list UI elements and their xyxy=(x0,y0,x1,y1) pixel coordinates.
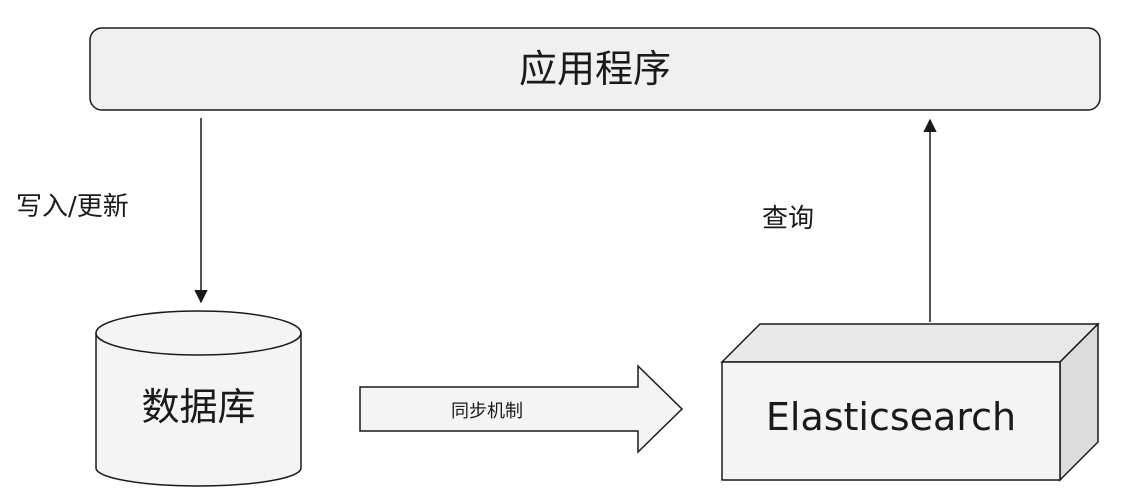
elasticsearch-cube xyxy=(720,322,1100,482)
query-label: 查询 xyxy=(762,204,815,234)
application-label: 应用程序 xyxy=(518,47,671,91)
write-update-label: 写入/更新 xyxy=(16,192,129,222)
sync-mechanism-label: 同步机制 xyxy=(451,401,523,422)
database-label: 数据库 xyxy=(141,385,256,429)
database-cylinder xyxy=(95,310,302,487)
application-box xyxy=(89,27,1101,111)
sync-arrow xyxy=(359,364,684,454)
elasticsearch-label: Elasticsearch xyxy=(765,395,1017,439)
